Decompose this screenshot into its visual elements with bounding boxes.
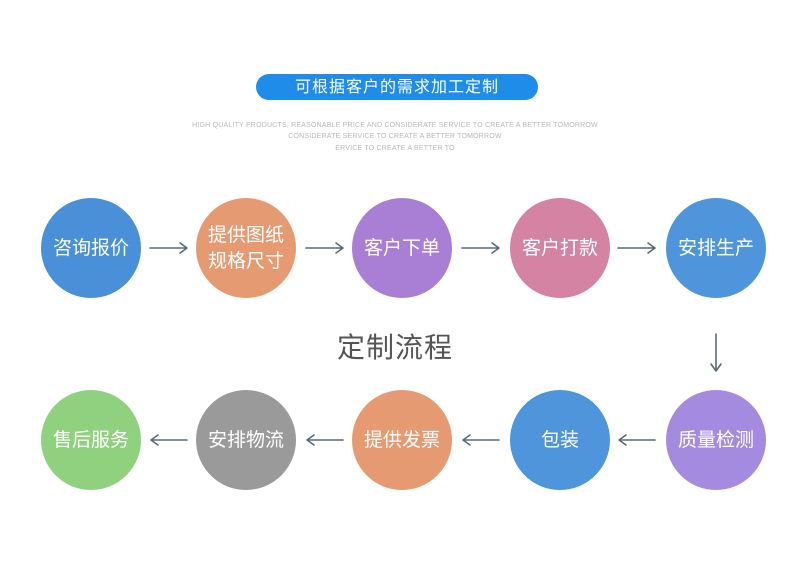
step-provide-drawings: 提供图纸 规格尺寸 (196, 198, 296, 298)
step-arrange-logistics: 安排物流 (196, 390, 296, 490)
step-label: 包装 (540, 429, 579, 451)
step-label: 安排生产 (677, 237, 754, 259)
center-title: 定制流程 (336, 331, 453, 364)
header-title: 可根据客户的需求加工定制 (256, 74, 538, 100)
step-label: 安排物流 (207, 429, 284, 451)
step-consult-quote: 咨询报价 (41, 198, 141, 298)
step-label: 提供图纸 (207, 224, 284, 246)
step-label: 提供发票 (363, 429, 440, 451)
step-label: 客户打款 (521, 237, 598, 259)
arrow-left-4 (150, 434, 188, 446)
step-arrange-production: 安排生产 (666, 198, 766, 298)
step-label: 客户下单 (363, 237, 440, 259)
step-after-sales: 售后服务 (41, 390, 141, 490)
arrow-right-3 (461, 242, 500, 254)
step-label: 规格尺寸 (207, 250, 284, 272)
arrow-right-1 (149, 242, 188, 254)
step-provide-invoice: 提供发票 (352, 390, 452, 490)
step-customer-payment: 客户打款 (510, 198, 610, 298)
arrow-left-3 (306, 434, 344, 446)
subtitle-line-2: CONSIDERATE SERVICE TO CREATE A BETTER T… (288, 133, 502, 140)
step-label: 售后服务 (52, 429, 129, 451)
arrow-right-4 (617, 242, 656, 254)
subtitle-line-1: HIGH QUALITY PRODUCTS, REASONABLE PRICE … (192, 122, 598, 129)
arrow-right-2 (305, 242, 344, 254)
arrow-left-1 (618, 434, 656, 446)
arrow-down (710, 333, 722, 372)
subtitle-line-3: ERVICE TO CREATE A BETTER TO (335, 145, 455, 152)
step-quality-inspection: 质量检测 (666, 390, 766, 490)
step-label: 质量检测 (677, 429, 754, 451)
step-label: 咨询报价 (52, 237, 129, 259)
arrow-left-2 (462, 434, 500, 446)
step-customer-order: 客户下单 (352, 198, 452, 298)
step-packaging: 包装 (510, 390, 610, 490)
